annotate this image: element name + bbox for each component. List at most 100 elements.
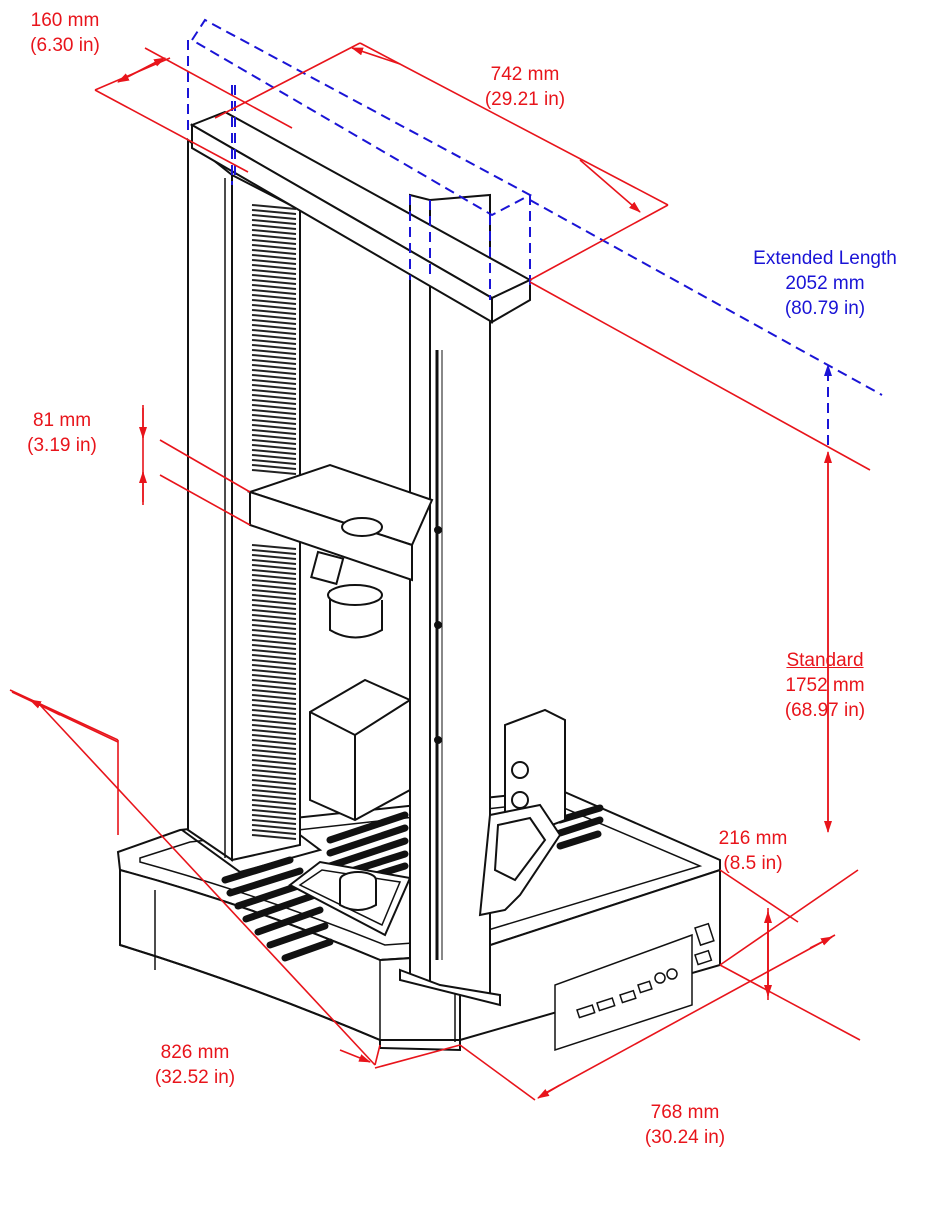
top-crosshead xyxy=(189,110,533,324)
column-slot xyxy=(251,824,297,830)
left-column-slots xyxy=(251,204,297,840)
column-slot xyxy=(251,369,297,375)
column-slot xyxy=(251,254,297,260)
column-slot xyxy=(251,604,297,610)
column-slot xyxy=(251,439,297,445)
column-slot xyxy=(251,219,297,225)
column-slot xyxy=(251,649,297,655)
right-column xyxy=(399,193,501,1007)
column-slot xyxy=(251,209,297,215)
column-slot xyxy=(251,409,297,415)
column-slot xyxy=(251,654,297,660)
column-slot xyxy=(251,579,297,585)
column-slot xyxy=(251,549,297,555)
column-slot xyxy=(251,344,297,350)
column-slot xyxy=(251,704,297,710)
control-handset xyxy=(478,708,566,917)
column-slot xyxy=(251,319,297,325)
column-slot xyxy=(251,334,297,340)
column-slot xyxy=(251,304,297,310)
column-slot xyxy=(251,224,297,230)
column-slot xyxy=(251,584,297,590)
column-slot xyxy=(251,754,297,760)
lower-fixture xyxy=(288,860,412,937)
column-slot xyxy=(251,404,297,410)
column-slot xyxy=(251,314,297,320)
dimension-lines xyxy=(9,42,871,1101)
dim-crosshead-span: 742 mm (29.21 in) xyxy=(475,62,575,112)
dim-standard-height: Standard 1752 mm (68.97 in) xyxy=(765,648,885,723)
column-slot xyxy=(251,614,297,620)
column-slot xyxy=(251,804,297,810)
column-slot xyxy=(251,229,297,235)
column-slot xyxy=(251,599,297,605)
column-slot xyxy=(251,814,297,820)
column-slot xyxy=(251,594,297,600)
dim-base-height-metric: 216 mm xyxy=(718,828,788,849)
column-slot xyxy=(251,809,297,815)
dim-extended-imperial: (80.79 in) xyxy=(784,298,866,319)
moving-crosshead xyxy=(246,463,434,639)
column-slot xyxy=(251,739,297,745)
dim-base-depth-imperial: (30.24 in) xyxy=(644,1127,726,1148)
column-slot xyxy=(251,449,297,455)
dim-base-height-imperial: (8.5 in) xyxy=(723,853,783,874)
column-slot xyxy=(251,564,297,570)
column-slot xyxy=(251,589,297,595)
column-slot xyxy=(251,729,297,735)
column-slot xyxy=(251,759,297,765)
column-slot xyxy=(251,779,297,785)
column-slot xyxy=(251,299,297,305)
column-slot xyxy=(251,629,297,635)
column-slot xyxy=(251,459,297,465)
dim-base-depth-metric: 768 mm xyxy=(650,1102,720,1123)
column-slot xyxy=(251,574,297,580)
column-slot xyxy=(251,784,297,790)
dim-base-width-metric: 826 mm xyxy=(160,1042,230,1063)
column-slot xyxy=(251,339,297,345)
dim-standard-imperial: (68.97 in) xyxy=(784,700,866,721)
dim-extended-length: Extended Length 2052 mm (80.79 in) xyxy=(740,246,910,321)
column-slot xyxy=(251,324,297,330)
column-slot xyxy=(251,259,297,265)
column-slot xyxy=(251,329,297,335)
column-slot xyxy=(251,664,297,670)
column-slot xyxy=(251,684,297,690)
column-slot xyxy=(251,544,297,550)
column-slot xyxy=(251,769,297,775)
dim-crosshead-thickness-metric: 81 mm xyxy=(32,410,92,431)
column-slot xyxy=(251,414,297,420)
column-slot xyxy=(251,379,297,385)
column-slot xyxy=(251,239,297,245)
column-slot xyxy=(251,354,297,360)
column-slot xyxy=(251,349,297,355)
column-slot xyxy=(251,399,297,405)
column-slot xyxy=(251,679,297,685)
dim-standard-metric: 1752 mm xyxy=(785,675,865,696)
dim-column-depth: 160 mm (6.30 in) xyxy=(20,8,110,58)
column-slot xyxy=(251,634,297,640)
column-slot xyxy=(251,264,297,270)
column-slot xyxy=(251,469,297,475)
column-slot xyxy=(251,794,297,800)
column-slot xyxy=(251,234,297,240)
column-slot xyxy=(251,464,297,470)
column-slot xyxy=(251,424,297,430)
column-slot xyxy=(251,429,297,435)
column-slot xyxy=(251,374,297,380)
dim-base-depth: 768 mm (30.24 in) xyxy=(630,1100,740,1150)
column-slot xyxy=(251,834,297,840)
dim-column-depth-imperial: (6.30 in) xyxy=(30,35,100,56)
column-slot xyxy=(251,764,297,770)
dim-base-width-imperial: (32.52 in) xyxy=(154,1067,236,1088)
column-slot xyxy=(251,274,297,280)
column-slot xyxy=(251,569,297,575)
column-slot xyxy=(251,669,297,675)
column-slot xyxy=(251,709,297,715)
column-slot xyxy=(251,689,297,695)
column-slot xyxy=(251,674,297,680)
dim-crosshead-thickness: 81 mm (3.19 in) xyxy=(22,408,102,458)
accessory-box xyxy=(309,678,411,822)
column-slot xyxy=(251,269,297,275)
